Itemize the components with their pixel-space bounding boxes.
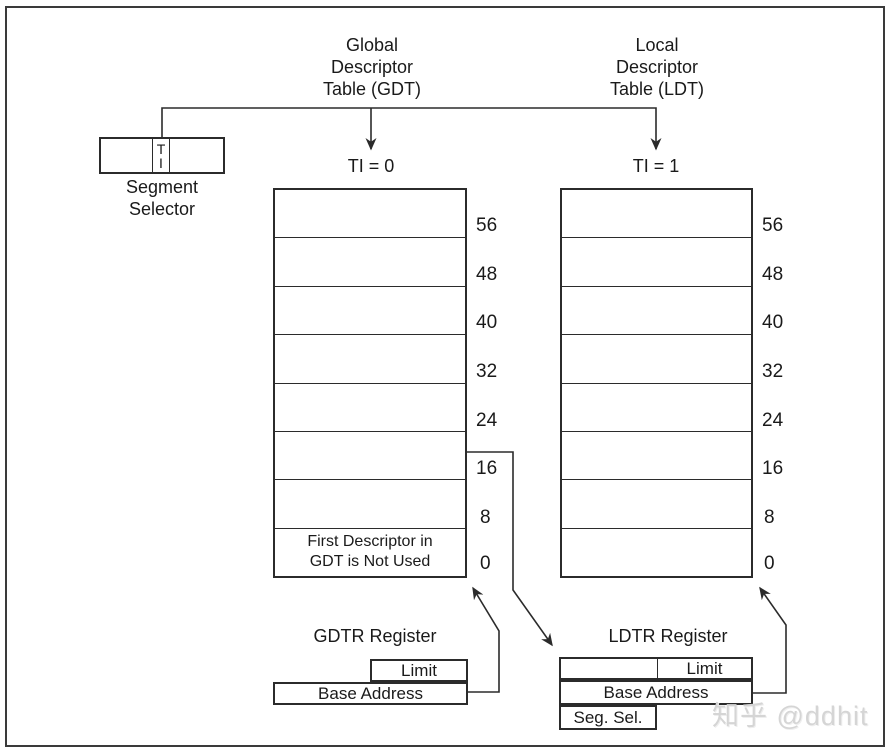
gdt-offset-40: 40	[476, 312, 498, 333]
ti-field-letter-i: I	[159, 154, 163, 171]
gdt-offset-8: 8	[480, 507, 491, 528]
ldt-offset-24: 24	[762, 410, 784, 431]
ldt-offset-40: 40	[762, 312, 784, 333]
ti-field-letter-t: T	[156, 140, 166, 157]
gdtr-limit-box: Limit	[370, 659, 468, 682]
ldt-offset-48: 48	[762, 264, 784, 285]
gdtr-register-title: GDTR Register	[313, 626, 437, 646]
segment-selector-box: T I	[99, 137, 225, 174]
ldt-row-24	[562, 384, 751, 432]
figure-border	[5, 6, 885, 747]
ldt-row-48	[562, 238, 751, 287]
gdt-title: Global Descriptor Table (GDT)	[272, 34, 472, 100]
ldtr-register-title: LDTR Register	[608, 626, 728, 646]
ldtr-limit-empty-cell	[561, 659, 658, 678]
gdt-title-line3: Table (GDT)	[322, 79, 421, 99]
gdt-null-note-line2: GDT is Not Used	[309, 553, 431, 571]
gdt-ti-value-label: TI = 0	[347, 156, 395, 176]
ldtr-limit-cell: Limit	[658, 659, 751, 678]
ldtr-base-to-ldt-arrow	[753, 586, 787, 694]
ti-rail-to-ldt-arrow	[161, 107, 662, 151]
gdt-offset-56: 56	[476, 215, 498, 236]
ldtr-segment-selector-label: Seg. Sel.	[573, 707, 643, 727]
gdt-row-40	[275, 287, 465, 336]
ldt-row-56	[562, 190, 751, 239]
gdt-entry-to-ldtr-arrow	[467, 451, 553, 647]
gdt-row-0-null-descriptor: First Descriptor in GDT is Not Used	[275, 529, 465, 576]
gdt-row-48	[275, 238, 465, 287]
gdtr-limit-label: Limit	[401, 660, 437, 680]
gdt-title-line2: Descriptor	[330, 57, 414, 77]
ldtr-base-address-box: Base Address	[559, 680, 753, 705]
gdt-row-56	[275, 190, 465, 239]
gdt-offset-16: 16	[476, 458, 498, 479]
gdt-offset-48: 48	[476, 264, 498, 285]
ldtr-segment-selector-box: Seg. Sel.	[559, 705, 657, 730]
ldt-offset-0: 0	[764, 553, 775, 574]
gdt-offset-32: 32	[476, 361, 498, 382]
gdt-table: First Descriptor in GDT is Not Used	[273, 188, 467, 578]
gdt-offset-0: 0	[480, 553, 491, 574]
segment-selector-label-line2: Selector	[128, 199, 196, 219]
ldt-title-line2: Descriptor	[615, 57, 699, 77]
segment-selector-label-line1: Segment	[125, 177, 199, 197]
ti-field: T I	[152, 139, 170, 172]
gdtr-base-address-box: Base Address	[273, 682, 468, 705]
ldt-offset-8: 8	[764, 507, 775, 528]
gdt-offset-24: 24	[476, 410, 498, 431]
ldt-title-line3: Table (LDT)	[609, 79, 705, 99]
gdt-title-line1: Global	[345, 35, 399, 55]
ldt-ti-value-label: TI = 1	[632, 156, 680, 176]
gdt-row-8	[275, 480, 465, 529]
ldt-title: Local Descriptor Table (LDT)	[557, 34, 757, 100]
ldtr-base-address-label: Base Address	[603, 682, 709, 702]
gdt-row-24	[275, 384, 465, 432]
ldt-row-32	[562, 335, 751, 384]
gdt-row-16	[275, 432, 465, 481]
ldt-title-line1: Local	[635, 35, 679, 55]
zhihu-watermark: 知乎 @ddhit	[712, 701, 869, 731]
gdtr-base-to-gdt-arrow	[468, 586, 500, 693]
ldt-row-8	[562, 480, 751, 529]
gdtr-base-address-label: Base Address	[318, 683, 423, 703]
segment-selector-label: Segment Selector	[92, 176, 232, 220]
ldtr-limit-row: Limit	[559, 657, 753, 680]
ldt-offset-16: 16	[762, 458, 784, 479]
ldt-offset-32: 32	[762, 361, 784, 382]
ldtr-limit-label: Limit	[686, 658, 723, 678]
ldt-table	[560, 188, 753, 578]
ldt-row-0	[562, 529, 751, 576]
ldt-row-16	[562, 432, 751, 481]
ldt-row-40	[562, 287, 751, 336]
gdt-null-note-line1: First Descriptor in	[307, 533, 433, 551]
ldt-offset-56: 56	[762, 215, 784, 236]
gdt-row-32	[275, 335, 465, 384]
